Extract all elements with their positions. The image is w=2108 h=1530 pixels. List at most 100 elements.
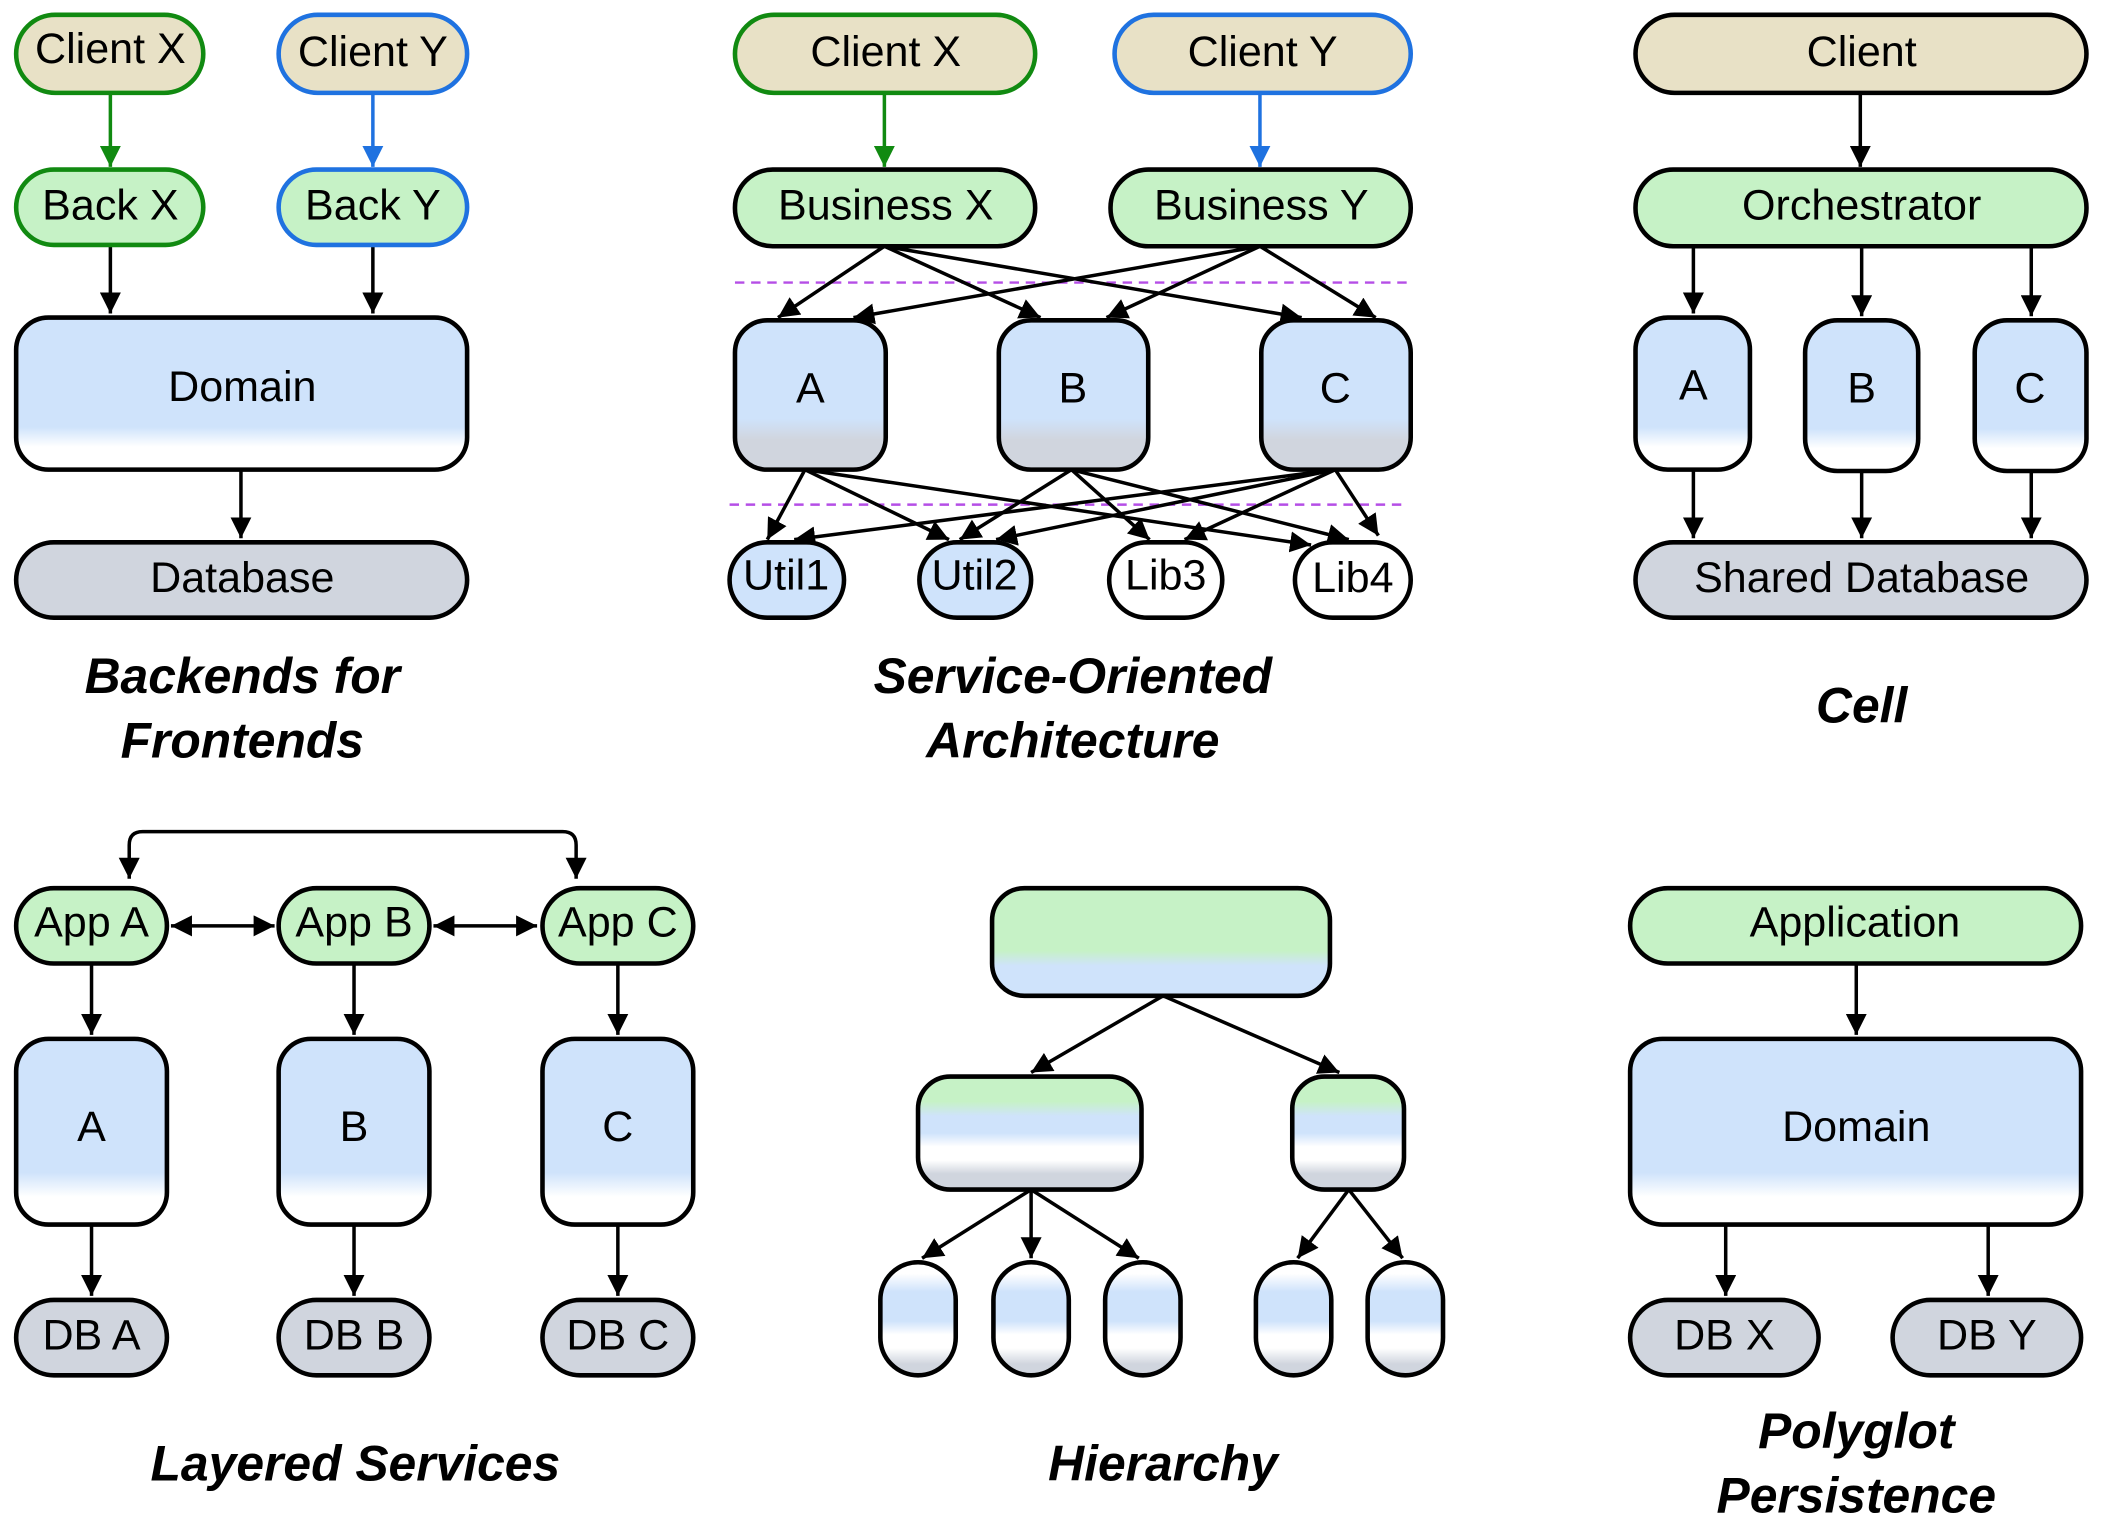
- hierarchy-edges: [921, 994, 1405, 1260]
- layered-db-c[interactable]: DB C: [540, 1297, 696, 1378]
- bff-back-x[interactable]: Back X: [13, 167, 206, 248]
- bff-domain-label: Domain: [168, 363, 316, 411]
- bff-domain[interactable]: Domain: [13, 315, 470, 472]
- soa-client-x[interactable]: Client X: [732, 12, 1038, 96]
- edge-right-leaf4: [1296, 1188, 1351, 1260]
- edge-right-leaf5: [1347, 1188, 1405, 1260]
- edge-c-util1: [793, 467, 1336, 548]
- soa-lib4[interactable]: Lib4: [1292, 540, 1414, 620]
- hierarchy-root-node[interactable]: [989, 885, 1333, 999]
- layered-diagram: App A App B App C A B C DB A DB B: [13, 829, 696, 1491]
- hierarchy-leaf-node[interactable]: [1365, 1259, 1446, 1378]
- layered-service-c[interactable]: C: [540, 1036, 696, 1227]
- polyglot-caption-line2: Persistence: [1716, 1468, 1996, 1524]
- soa-service-a-label: A: [796, 364, 825, 412]
- soa-business-x[interactable]: Business X: [732, 167, 1038, 249]
- polyglot-db-y-label: DB Y: [1937, 1312, 2037, 1360]
- cell-edges: [1682, 92, 2042, 539]
- edge-businessy-b: [1105, 244, 1261, 320]
- soa-diagram: Client X Client Y Business X Business Y …: [727, 12, 1414, 769]
- cell-b-label: B: [1847, 364, 1876, 412]
- hierarchy-diagram: Hierarchy: [878, 885, 1446, 1491]
- cell-diagram: Client Orchestrator A B C Shared Databas…: [1633, 12, 2089, 734]
- bff-caption-line1: Backends for: [85, 648, 403, 704]
- layered-app-a-label: App A: [34, 899, 149, 947]
- hierarchy-leaf-node[interactable]: [1102, 1259, 1183, 1378]
- soa-lib4-label: Lib4: [1312, 554, 1393, 602]
- soa-client-y-label: Client Y: [1188, 28, 1338, 76]
- edge-root-left: [1030, 994, 1164, 1075]
- hierarchy-right-node[interactable]: [1289, 1074, 1407, 1192]
- polyglot-db-x[interactable]: DB X: [1627, 1297, 1821, 1378]
- cell-b[interactable]: B: [1802, 317, 1921, 474]
- edge-a-util2: [804, 468, 950, 542]
- layered-db-b-label: DB B: [304, 1312, 404, 1360]
- soa-business-y[interactable]: Business Y: [1108, 167, 1414, 249]
- layered-app-c[interactable]: App C: [540, 885, 696, 966]
- bff-client-y[interactable]: Client Y: [276, 12, 470, 96]
- hierarchy-leaf-node[interactable]: [1253, 1259, 1334, 1378]
- edge-b-util2: [958, 468, 1073, 542]
- bff-client-x[interactable]: Client X: [13, 12, 206, 96]
- cell-c-label: C: [2014, 364, 2045, 412]
- cell-orchestrator[interactable]: Orchestrator: [1633, 167, 2089, 249]
- soa-client-y[interactable]: Client Y: [1112, 12, 1414, 96]
- soa-lib3[interactable]: Lib3: [1106, 540, 1225, 620]
- cell-orchestrator-label: Orchestrator: [1742, 181, 1981, 229]
- hierarchy-leaf-node[interactable]: [991, 1259, 1072, 1378]
- polyglot-db-y[interactable]: DB Y: [1890, 1297, 2084, 1378]
- soa-util1-label: Util1: [743, 551, 829, 599]
- layered-db-a[interactable]: DB A: [13, 1297, 170, 1378]
- edge-c-util2: [995, 467, 1336, 546]
- soa-service-a[interactable]: A: [732, 317, 889, 472]
- soa-util2-label: Util2: [932, 551, 1018, 599]
- hierarchy-left-node[interactable]: [915, 1074, 1144, 1192]
- edge-left-leaf1: [921, 1188, 1033, 1260]
- layered-service-b[interactable]: B: [276, 1036, 432, 1227]
- soa-service-c[interactable]: C: [1259, 317, 1414, 472]
- hierarchy-leaf-node[interactable]: [878, 1259, 959, 1378]
- edge-appa-appc: [118, 829, 587, 879]
- layered-app-a[interactable]: App A: [13, 885, 170, 966]
- bff-back-y-label: Back Y: [305, 181, 441, 229]
- bff-database-label: Database: [150, 554, 334, 602]
- layered-db-c-label: DB C: [566, 1312, 669, 1360]
- polyglot-application[interactable]: Application: [1627, 885, 2084, 966]
- edge-businessy-c: [1259, 244, 1377, 320]
- polyglot-domain-label: Domain: [1782, 1103, 1930, 1151]
- edge-a-util1: [765, 468, 807, 541]
- bff-back-y[interactable]: Back Y: [276, 167, 470, 248]
- layered-app-c-label: App C: [558, 899, 678, 947]
- soa-client-x-label: Client X: [810, 28, 961, 76]
- soa-business-y-label: Business Y: [1154, 181, 1369, 229]
- polyglot-db-x-label: DB X: [1674, 1312, 1774, 1360]
- soa-caption-line2: Architecture: [924, 713, 1219, 769]
- polyglot-domain[interactable]: Domain: [1627, 1036, 2084, 1227]
- soa-edges: [765, 92, 1380, 553]
- cell-shared-database[interactable]: Shared Database: [1633, 540, 2089, 620]
- edge-businessx-b: [883, 244, 1042, 320]
- soa-business-x-label: Business X: [778, 181, 993, 229]
- cell-caption: Cell: [1816, 678, 1908, 734]
- cell-c[interactable]: C: [1972, 317, 2089, 474]
- edge-b-lib4: [1071, 467, 1350, 545]
- soa-lib3-label: Lib3: [1125, 551, 1206, 599]
- soa-service-c-label: C: [1320, 364, 1351, 412]
- soa-service-b[interactable]: B: [996, 317, 1151, 472]
- layered-service-a[interactable]: A: [13, 1036, 170, 1227]
- cell-a[interactable]: A: [1633, 315, 1753, 472]
- cell-a-label: A: [1679, 362, 1708, 410]
- layered-caption: Layered Services: [151, 1435, 561, 1491]
- polyglot-diagram: Application Domain DB X DB Y Polyglot Pe…: [1627, 885, 2084, 1524]
- edge-businessy-a: [853, 244, 1261, 325]
- cell-shared-database-label: Shared Database: [1694, 554, 2029, 602]
- polyglot-application-label: Application: [1750, 899, 1961, 947]
- layered-app-b[interactable]: App B: [276, 885, 432, 966]
- cell-client[interactable]: Client: [1633, 12, 2089, 96]
- bff-database[interactable]: Database: [13, 540, 470, 620]
- soa-util1[interactable]: Util1: [727, 540, 847, 620]
- layered-db-b[interactable]: DB B: [276, 1297, 432, 1378]
- soa-util2[interactable]: Util2: [917, 540, 1034, 620]
- cell-client-label: Client: [1807, 28, 1917, 76]
- edge-businessx-a: [777, 244, 886, 320]
